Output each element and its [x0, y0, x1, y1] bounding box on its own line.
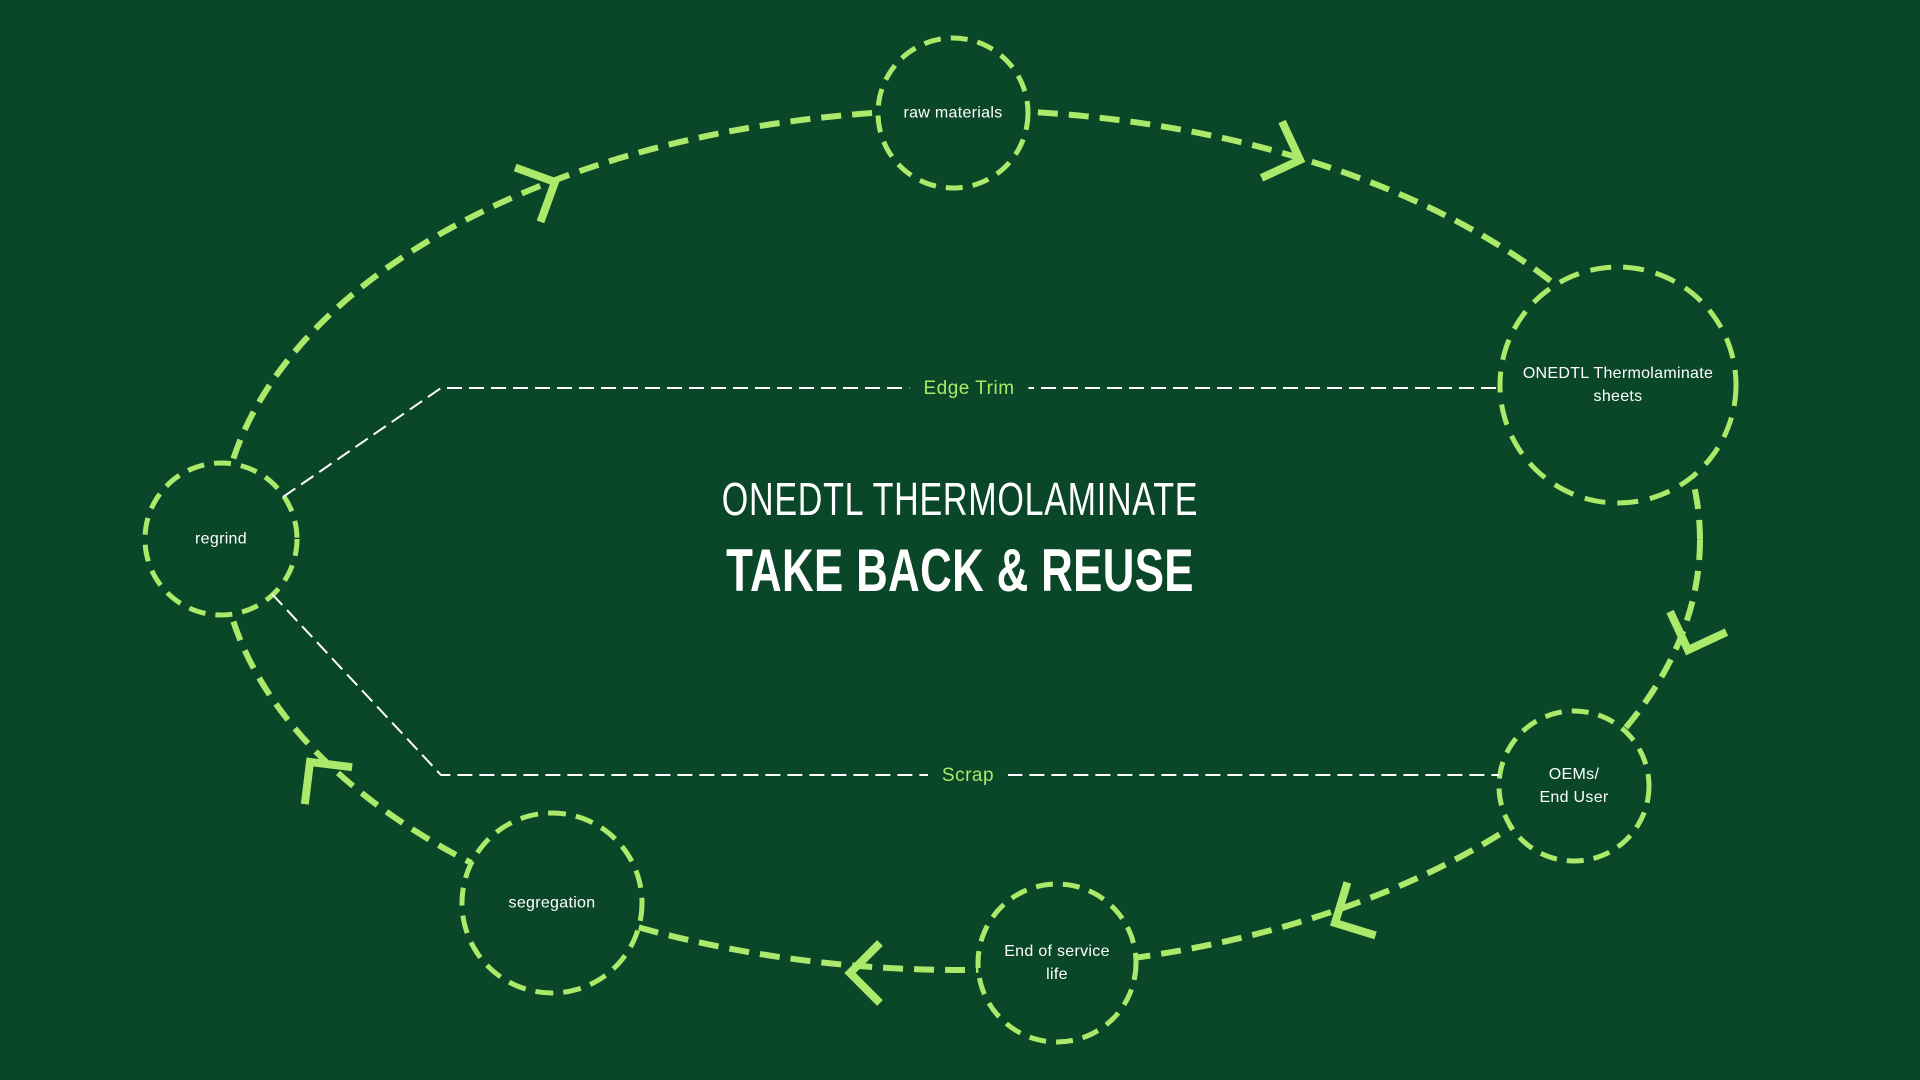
node-label-regrind: regrind — [195, 527, 247, 550]
node-circle-segregation — [459, 810, 645, 996]
node-label-raw-materials: raw materials — [903, 101, 1002, 124]
node-label-text: ONEDTL Thermolaminate — [1522, 364, 1714, 382]
node-label-text: segregation — [508, 894, 596, 912]
node-label-text: End of service — [1004, 942, 1110, 960]
flow-arrow-top-left-icon — [513, 163, 561, 224]
node-label-segregation: segregation — [509, 891, 596, 914]
node-circle-end-of-service-life — [975, 881, 1139, 1045]
node-label-text: regrind — [195, 530, 247, 548]
flow-label-edge-trim: Edge Trim — [909, 376, 1029, 402]
flow-arrow-right-icon — [1666, 609, 1729, 656]
node-label-onedtl-sheets: ONEDTL Thermolaminate sheets — [1523, 362, 1713, 408]
node-circle-onedtl-sheets — [1497, 264, 1739, 506]
node-circle-raw-materials — [875, 35, 1031, 191]
diagram-title: ONEDTL THERMOLAMINATE TAKE BACK & REUSE — [638, 472, 1282, 605]
node-circle-regrind — [142, 460, 300, 618]
diagram-title-line2: TAKE BACK & REUSE — [726, 537, 1194, 604]
node-label-text: End User — [1539, 789, 1609, 806]
flow-arrow-top-right-icon — [1259, 119, 1306, 182]
diagram-title-line1: ONEDTL THERMOLAMINATE — [721, 473, 1199, 525]
node-circle-oems-end-user — [1496, 708, 1652, 864]
node-label-oems-end-user: OEMs/ End User — [1539, 763, 1608, 809]
node-label-text: raw materials — [903, 104, 1003, 122]
flow-label-scrap: Scrap — [927, 763, 1009, 789]
flow-arrow-left-icon — [300, 757, 353, 805]
node-label-text: sheets — [1593, 388, 1643, 405]
flow-arrow-bottom-icon — [844, 940, 883, 1006]
node-label-end-of-service-life: End of service life — [1004, 940, 1110, 986]
scrap-flow-line — [271, 593, 1499, 776]
node-label-text: OEMs/ — [1548, 765, 1600, 783]
node-label-text: life — [1046, 966, 1068, 983]
flow-arrow-bottom-right-icon — [1330, 881, 1377, 940]
